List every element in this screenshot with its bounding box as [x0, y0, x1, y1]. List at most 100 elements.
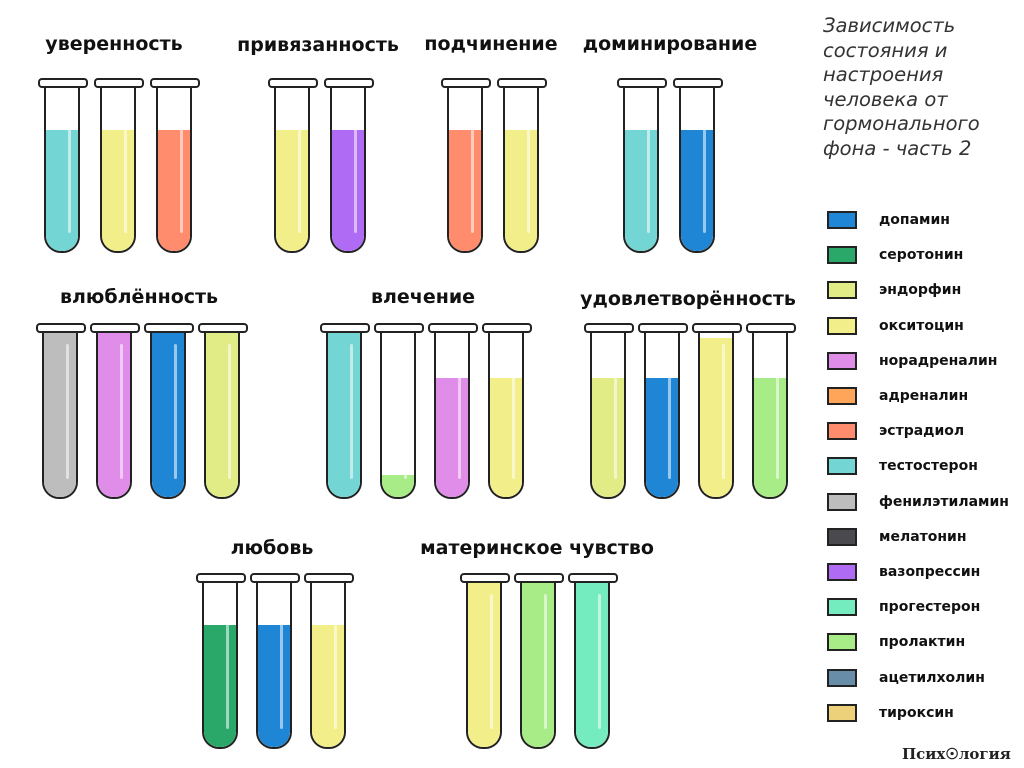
test-tube-rim [460, 573, 510, 583]
test-tube-body [488, 330, 524, 499]
test-tube-rim [514, 573, 564, 583]
legend-swatch [827, 246, 857, 265]
test-tube [250, 573, 300, 749]
test-tube-rim [584, 323, 634, 333]
hormone-fill [44, 330, 76, 497]
hormone-fill [98, 330, 130, 497]
glass-highlight [703, 99, 706, 233]
hormone-fill [505, 129, 537, 251]
test-tube-body [752, 330, 788, 499]
legend-label: прогестерон [879, 599, 981, 616]
test-tube-body [644, 330, 680, 499]
hormone-fill [328, 330, 360, 497]
test-tube-rim [196, 573, 246, 583]
legend-swatch [827, 281, 857, 300]
test-tube [514, 573, 564, 749]
glass-highlight [668, 344, 671, 479]
glass-highlight [544, 594, 547, 729]
glass-highlight [298, 99, 301, 233]
glass-highlight [334, 594, 337, 729]
legend-swatch [827, 457, 857, 476]
hormone-fill [158, 129, 190, 251]
test-tube-body [466, 580, 502, 749]
test-tube-rim [746, 323, 796, 333]
hormone-fill [449, 129, 481, 251]
test-tube-body [204, 330, 240, 499]
test-tube [38, 78, 88, 253]
group-title: влечение [370, 286, 476, 308]
test-tube-body [326, 330, 362, 499]
glass-highlight [776, 344, 779, 479]
test-tube-rim [374, 323, 424, 333]
legend-label: пролактин [879, 634, 966, 651]
test-tube-rim [90, 323, 140, 333]
test-tube [198, 323, 248, 499]
test-tube [374, 323, 424, 499]
legend-label: норадреналин [879, 352, 998, 369]
legend-swatch [827, 703, 857, 722]
glass-highlight [471, 99, 474, 233]
test-tube [497, 78, 547, 253]
test-tube [144, 323, 194, 499]
hormone-fill [204, 625, 236, 747]
test-tube-rim [617, 78, 667, 88]
hormone-fill [258, 625, 290, 747]
test-tube-rim [482, 323, 532, 333]
test-tube [584, 323, 634, 499]
hormone-fill [646, 378, 678, 497]
hormone-fill [576, 581, 608, 747]
hormone-fill [490, 378, 522, 497]
test-tube-body [274, 85, 310, 253]
test-tube-rim [94, 78, 144, 88]
glass-highlight [66, 344, 69, 479]
test-tube [746, 323, 796, 499]
hormone-fill [46, 129, 78, 251]
hormone-fill [152, 330, 184, 497]
legend-swatch [827, 527, 857, 546]
glass-highlight [614, 344, 617, 479]
test-tube-rim [250, 573, 300, 583]
test-tube-body [447, 85, 483, 253]
group-title: любовь [230, 537, 314, 559]
test-tube [324, 78, 374, 253]
test-tube-rim [150, 78, 200, 88]
test-tube-body [623, 85, 659, 253]
legend-swatch [827, 351, 857, 370]
legend-swatch [827, 316, 857, 335]
legend-swatch [827, 492, 857, 511]
test-tube-rim [638, 323, 688, 333]
test-tube-body [698, 330, 734, 499]
test-tube-body [100, 85, 136, 253]
glass-highlight [490, 594, 493, 729]
test-tube-body [520, 580, 556, 749]
test-tube [428, 323, 478, 499]
test-tube [673, 78, 723, 253]
hormone-fill [276, 129, 308, 251]
test-tube [638, 323, 688, 499]
legend-label: ацетилхолин [879, 669, 985, 686]
test-tube-body [202, 580, 238, 749]
legend-swatch [827, 668, 857, 687]
glass-highlight [458, 344, 461, 479]
hormone-fill [332, 129, 364, 251]
test-tube-rim [36, 323, 86, 333]
test-tube-body [256, 580, 292, 749]
glass-highlight [350, 344, 353, 479]
legend-label: вазопрессин [879, 564, 981, 580]
test-tube-body [310, 580, 346, 749]
test-tube-rim [144, 323, 194, 333]
glass-highlight [124, 99, 127, 233]
hormone-fill [522, 581, 554, 747]
hormone-fill [102, 129, 134, 251]
test-tube-body [96, 330, 132, 499]
test-tube-rim [198, 323, 248, 333]
group-title: уверенность [45, 33, 183, 55]
hormone-fill [700, 338, 732, 497]
test-tube-rim [568, 573, 618, 583]
glass-highlight [228, 344, 231, 479]
hormone-fill [754, 378, 786, 497]
legend-label: допамин [879, 212, 950, 228]
hormone-fill [592, 378, 624, 497]
test-tube-body [330, 85, 366, 253]
legend-swatch [827, 633, 857, 652]
